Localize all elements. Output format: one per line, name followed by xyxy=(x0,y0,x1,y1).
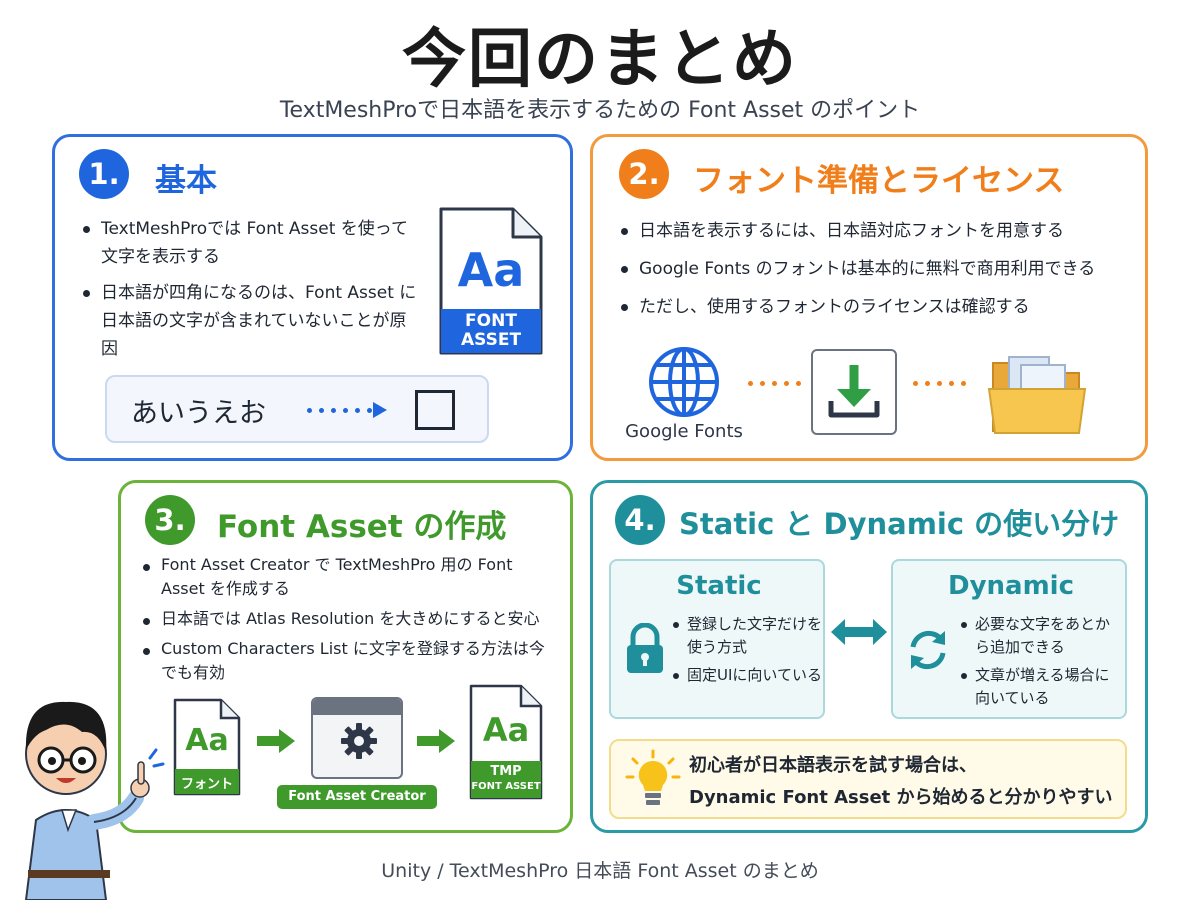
double-arrow-icon xyxy=(831,619,887,645)
section-number-2: 2. xyxy=(619,149,669,199)
bullet-list: 日本語を表示するには、日本語対応フォントを用意する Google Fonts の… xyxy=(615,217,1135,329)
bullet-item: Google Fonts のフォントは基本的に無料で商用利用できる xyxy=(615,255,1135,283)
card-basics: 1. 基本 TextMeshProでは Font Asset を使って文字を表示… xyxy=(52,134,573,461)
tip-box: 初心者が日本語表示を試す場合は、 Dynamic Font Asset から始め… xyxy=(609,739,1127,819)
bullet-item: 登録した文字だけを使う方式 xyxy=(669,613,823,659)
arrow-right-icon xyxy=(257,729,295,753)
bullet-item: 日本語を表示するには、日本語対応フォントを用意する xyxy=(615,217,1135,245)
dynamic-title: Dynamic xyxy=(947,571,1074,601)
bullet-item: 日本語が四角になるのは、Font Asset に日本語の文字が含まれていないこと… xyxy=(77,279,417,363)
section-number-1: 1. xyxy=(79,149,129,199)
arrow-right-icon xyxy=(417,729,455,753)
page-subtitle: TextMeshProで日本語を表示するための Font Asset のポイント xyxy=(279,98,921,123)
tofu-demo-box: あいうえお xyxy=(105,375,489,443)
demo-japanese-text: あいうえお xyxy=(131,398,266,429)
static-bullets: 登録した文字だけを使う方式 固定UIに向いている xyxy=(669,613,823,692)
tool-window-icon xyxy=(311,697,403,779)
bullet-item: 文章が増える場合に向いている xyxy=(957,664,1123,710)
globe-icon xyxy=(649,347,719,417)
font-asset-creator-label: Font Asset Creator xyxy=(277,785,437,809)
font-asset-file-icon: Aa FONT ASSET xyxy=(435,205,545,357)
lightbulb-icon xyxy=(625,749,681,805)
font-file-icon: Aa フォント xyxy=(171,697,243,797)
section-heading-static-dynamic: Static と Dynamic の使い分け xyxy=(679,507,1120,541)
page-title: 今回のまとめ xyxy=(402,23,798,97)
static-panel: Static 登録した文字だけを使う方式 固定UIに向いている xyxy=(609,559,825,719)
bullet-item: Custom Characters List に文字を登録する方法は今でも有効 xyxy=(137,637,547,685)
section-number-3: 3. xyxy=(145,495,195,545)
dynamic-panel: Dynamic 必要な文字をあとから追加できる 文章が増える場合に向いている xyxy=(891,559,1127,719)
section-number-4: 4. xyxy=(615,495,665,545)
refresh-icon xyxy=(910,630,946,670)
dotted-arrow xyxy=(307,408,372,413)
card-font-license: 2. フォント準備とライセンス 日本語を表示するには、日本語対応フォントを用意す… xyxy=(590,134,1148,461)
footer-caption: Unity / TextMeshPro 日本語 Font Asset のまとめ xyxy=(381,860,819,882)
character-illustration xyxy=(24,701,165,900)
bullet-item: TextMeshProでは Font Asset を使って文字を表示する xyxy=(77,215,417,271)
arrow-head-icon xyxy=(373,402,387,418)
google-fonts-label: Google Fonts xyxy=(625,421,743,442)
section-heading-basics: 基本 xyxy=(155,163,217,199)
bullet-item: ただし、使用するフォントのライセンスは確認する xyxy=(615,293,1135,321)
empty-square-icon xyxy=(415,390,455,430)
dotted-connector xyxy=(748,381,801,386)
output-label-1: TMP xyxy=(490,764,522,779)
section-heading-creation: Font Asset の作成 xyxy=(217,509,507,545)
output-label-2: FONT ASSET xyxy=(471,781,541,792)
bullet-list: Font Asset Creator で TextMeshPro 用の Font… xyxy=(137,553,547,693)
folder-icon xyxy=(987,356,1087,434)
tmp-font-asset-icon: Aa TMP FONT ASSET xyxy=(467,683,545,801)
bullet-item: 固定UIに向いている xyxy=(669,664,823,687)
source-glyph: Aa xyxy=(185,723,229,758)
lock-icon xyxy=(627,623,663,673)
section-heading-license: フォント準備とライセンス xyxy=(693,163,1065,199)
download-icon xyxy=(811,349,897,435)
tip-line-1: 初心者が日本語表示を試す場合は、 xyxy=(689,755,977,776)
dynamic-bullets: 必要な文字をあとから追加できる 文章が増える場合に向いている xyxy=(957,613,1123,715)
dotted-connector xyxy=(913,381,966,386)
source-label: フォント xyxy=(180,777,233,792)
bullet-item: 必要な文字をあとから追加できる xyxy=(957,613,1123,659)
font-glyph-text: Aa xyxy=(457,243,525,297)
bullet-list: TextMeshProでは Font Asset を使って文字を表示する 日本語… xyxy=(77,215,417,371)
static-title: Static xyxy=(676,571,762,601)
bullet-item: Font Asset Creator で TextMeshPro 用の Font… xyxy=(137,553,547,601)
card-asset-creation: 3. Font Asset の作成 Font Asset Creator で T… xyxy=(118,480,573,833)
output-glyph: Aa xyxy=(482,711,530,749)
bullet-item: 日本語では Atlas Resolution を大きめにすると安心 xyxy=(137,607,547,631)
font-tag-line-1: FONT xyxy=(465,311,517,331)
card-static-dynamic: 4. Static と Dynamic の使い分け Static 登録した文字だ… xyxy=(590,480,1148,833)
gear-icon xyxy=(341,723,377,759)
font-tag-line-2: ASSET xyxy=(460,330,522,350)
tip-line-2: Dynamic Font Asset から始めると分かりやすい xyxy=(689,787,1113,808)
